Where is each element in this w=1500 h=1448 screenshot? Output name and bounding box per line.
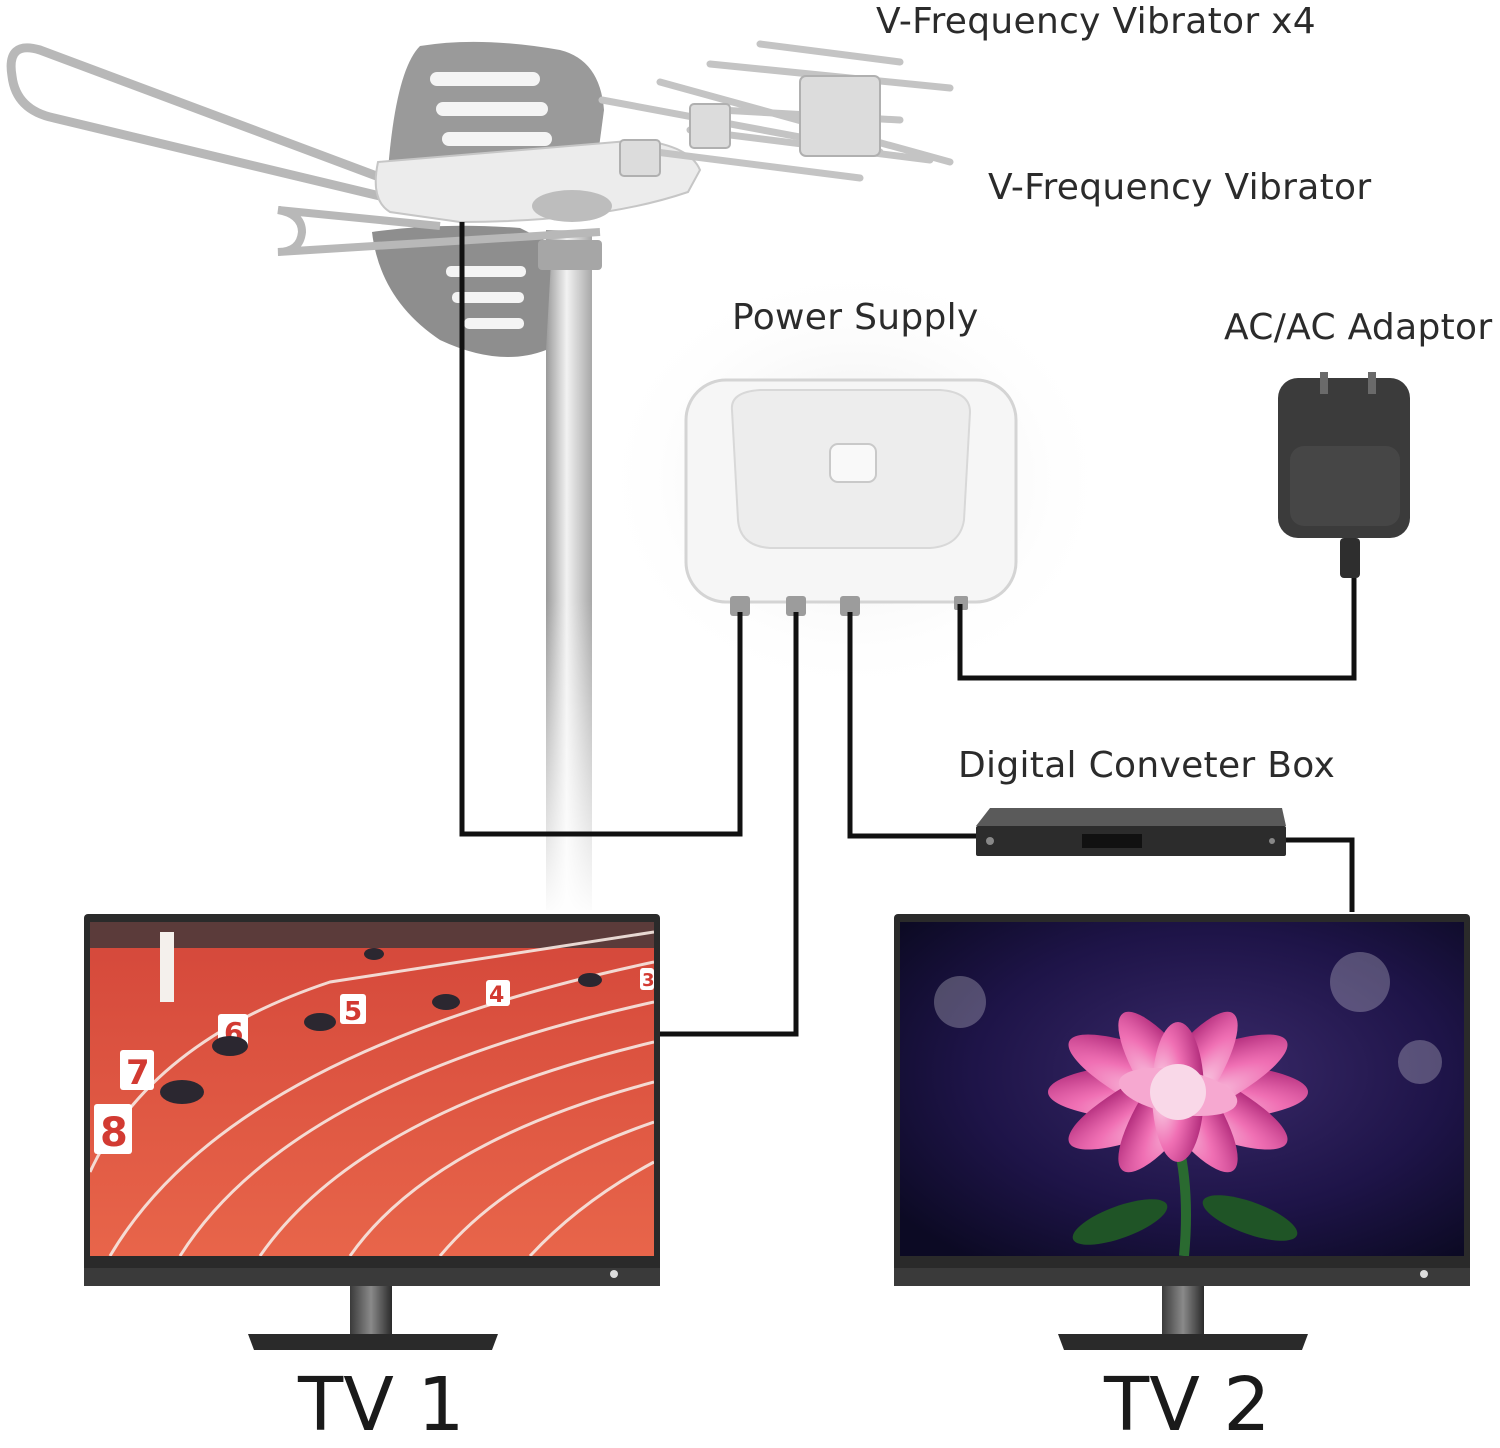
converter-box-power [1269,838,1275,844]
antenna-bracket [538,240,602,270]
tv1-lane-number-3: 3 [642,970,655,991]
tv2-bokeh [934,952,1442,1084]
converter-box-top [976,808,1286,826]
label-power-supply: Power Supply [732,297,979,338]
tv2-leaves [1072,1195,1298,1245]
antenna-left-loop [6,43,432,213]
label-tv2: TV 2 [1104,1362,1271,1448]
power-supply-logo [829,443,877,483]
cable-power-to-tv1 [660,612,799,1037]
tv1-stand-base [248,1334,498,1350]
label-vibrator: V-Frequency Vibrator [988,167,1372,208]
tv2-stand-base [1058,1334,1308,1350]
cables [459,222,1357,1037]
tv1-athletes [160,948,602,1104]
tv1-screen: 8 7 6 5 4 3 [90,922,655,1256]
antenna [6,40,954,920]
label-adaptor: AC/AC Adaptor [1224,307,1493,348]
converter-box-button [986,837,994,845]
antenna-rotor [532,190,612,222]
tv1-stands [90,922,654,948]
tv2 [894,914,1470,1350]
antenna-boom [619,75,881,177]
tv1-bezel-bottom [84,1268,660,1286]
tv1-lane-number-8: 8 [100,1110,128,1156]
adaptor-prongs [1320,372,1376,394]
power-supply-connectors [730,596,968,616]
antenna-right-loop [277,206,601,256]
adaptor-cord-strain [1340,538,1360,578]
lower-reflector-slots [446,266,526,329]
tv2-bezel-bottom [894,1268,1470,1286]
tv1-stand-neck [350,1286,392,1336]
adaptor-face [1290,446,1400,526]
tv1: 8 7 6 5 4 3 [84,914,660,1350]
cable-power-to-adaptor [957,578,1357,681]
tv1-official [160,932,174,1002]
tv2-stand-neck [1162,1286,1204,1336]
upper-reflector-slots [430,72,552,146]
converter-box [976,808,1286,856]
tv2-screen [900,922,1464,1256]
tv2-power-led [1420,1270,1428,1278]
tv1-lane-number-4: 4 [489,983,504,1008]
tv1-lane-number-7: 7 [126,1053,150,1093]
converter-box-display [1082,834,1142,848]
label-tv1: TV 1 [298,1362,465,1448]
antenna-pole-fade [540,600,600,920]
cable-antenna-to-power [459,222,743,837]
cable-converter-to-tv2 [1286,837,1355,912]
power-supply [595,260,1115,700]
tv1-power-led [610,1270,618,1278]
cable-power-to-converter [847,612,976,839]
tv2-flower [1048,1011,1308,1173]
label-converter-box: Digital Conveter Box [958,745,1336,786]
label-vibrator-x4: V-Frequency Vibrator x4 [876,1,1316,42]
ac-adaptor [1278,372,1410,578]
tv1-lane-number-5: 5 [344,997,362,1027]
